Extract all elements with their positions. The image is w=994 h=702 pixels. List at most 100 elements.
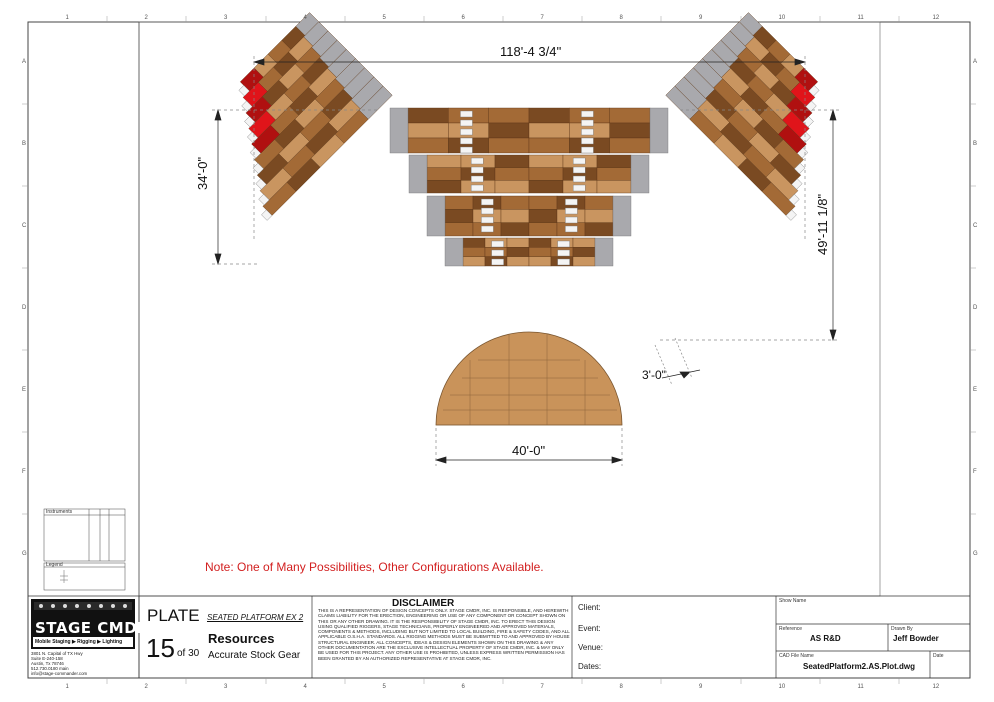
wing-deck	[245, 96, 272, 123]
wing-deck	[794, 67, 819, 92]
address-line: 3801 N. Capital of TX Hwy	[31, 651, 83, 656]
grid-column-label: 6	[461, 15, 465, 21]
right-seating-wing	[665, 12, 820, 221]
aisle-step	[481, 216, 494, 224]
seating-deck	[426, 180, 462, 194]
grid-column-label: 3	[224, 15, 228, 21]
aisle-step	[238, 85, 250, 97]
cad-file-label: CAD File Name	[779, 653, 814, 659]
grid-column-label: 10	[778, 15, 786, 21]
grid-column-label: 4	[303, 15, 307, 21]
section-name: Resources	[208, 631, 275, 646]
plate-label: PLATE	[147, 606, 200, 625]
grid-column-label: 5	[382, 684, 386, 690]
grid-row-label: E	[973, 387, 978, 393]
aisle-step	[794, 162, 806, 175]
seating-deck	[528, 180, 564, 194]
aisle-step	[565, 216, 578, 224]
seating-deck	[506, 256, 530, 267]
seating-deck	[528, 107, 570, 124]
seating-deck	[494, 167, 530, 181]
seating-deck	[584, 195, 614, 210]
aisle-step	[785, 209, 797, 221]
grid-row-label: D	[973, 305, 978, 311]
seating-deck	[609, 107, 651, 124]
aisle-step	[491, 249, 504, 257]
gray-riser	[426, 195, 446, 237]
aisle-step	[581, 119, 594, 127]
grid-row-label: D	[22, 305, 27, 311]
aisle-step	[581, 137, 594, 145]
aisle-step	[581, 128, 594, 136]
event-label: Event:	[578, 624, 601, 633]
grid-column-label: 7	[540, 15, 544, 21]
grid-column-label: 6	[461, 684, 465, 690]
wing-deck	[248, 110, 276, 138]
address-line: info@stage-commander.com	[31, 671, 88, 676]
address-line: Austin, Tx 78746	[31, 661, 64, 666]
wing-deck	[778, 124, 807, 154]
seating-deck	[584, 222, 614, 237]
reference-label: Reference	[779, 626, 803, 632]
aisle-step	[808, 85, 820, 97]
aisle-step	[799, 131, 811, 143]
seating-deck	[462, 237, 486, 248]
aisle-step	[791, 178, 803, 190]
aisle-step	[491, 258, 504, 266]
dates-label: Dates:	[578, 662, 602, 671]
address-line: Suite E-240-158	[31, 656, 63, 661]
seating-deck	[506, 237, 530, 248]
aisle-step	[581, 146, 594, 154]
aisle-step	[261, 209, 273, 221]
grid-row-label: A	[973, 59, 978, 65]
address-line: 512.730.0180 main	[31, 666, 69, 671]
dimension-lines	[212, 56, 840, 466]
aisle-step	[491, 240, 504, 248]
overall-depth-text: 49'-11 1/8"	[815, 193, 830, 255]
aisle-step	[244, 116, 256, 128]
grid-row-label: G	[22, 551, 27, 557]
aisle-step	[565, 207, 578, 215]
seating-deck	[488, 107, 530, 124]
logo-text: STAGE CMDR	[35, 619, 150, 637]
aisle-step	[252, 162, 264, 175]
wing-deck	[254, 139, 285, 170]
client-label: Client:	[578, 603, 601, 612]
gray-riser	[649, 107, 669, 154]
seating-deck	[494, 180, 530, 194]
seating-deck	[407, 122, 449, 139]
seating-deck	[528, 154, 564, 168]
grid-row-label: G	[973, 551, 978, 557]
grid-column-label: 8	[619, 684, 623, 690]
plate-number: 15	[146, 633, 175, 663]
aisle-step	[788, 193, 800, 206]
venue-label: Venue:	[578, 643, 603, 652]
company-address: 3801 N. Capital of TX Hwy Suite E-240-15…	[31, 651, 87, 676]
instruments-panel	[43, 508, 126, 591]
grid-column-label: 12	[932, 684, 940, 690]
wing-deck	[773, 139, 804, 170]
company-logo	[31, 599, 135, 649]
aisle-step	[241, 100, 253, 112]
grid-row-label: B	[973, 141, 978, 147]
seating-deck	[500, 222, 530, 237]
date-label: Date	[933, 653, 944, 659]
grid-column-label: 10	[778, 684, 786, 690]
grid-column-label: 7	[540, 684, 544, 690]
wing-deck	[256, 153, 289, 185]
configuration-note: Note: One of Many Possibilities, Other C…	[205, 560, 544, 574]
drawn-by-label: Drawn By	[891, 626, 913, 632]
aisle-step	[796, 147, 809, 159]
aisle-step	[573, 157, 586, 165]
seating-deck	[609, 122, 651, 139]
grid-row-label: C	[22, 223, 27, 229]
aisle-step	[805, 100, 817, 112]
stage-platform	[435, 331, 623, 426]
show-name-label: Show Name	[779, 598, 807, 604]
aisle-step	[573, 175, 586, 183]
aisle-step	[460, 146, 473, 154]
wing-deck	[259, 167, 293, 201]
aisle-step	[460, 128, 473, 136]
wing-depth-label: 34'-0"	[195, 157, 210, 190]
gray-riser	[612, 195, 632, 237]
